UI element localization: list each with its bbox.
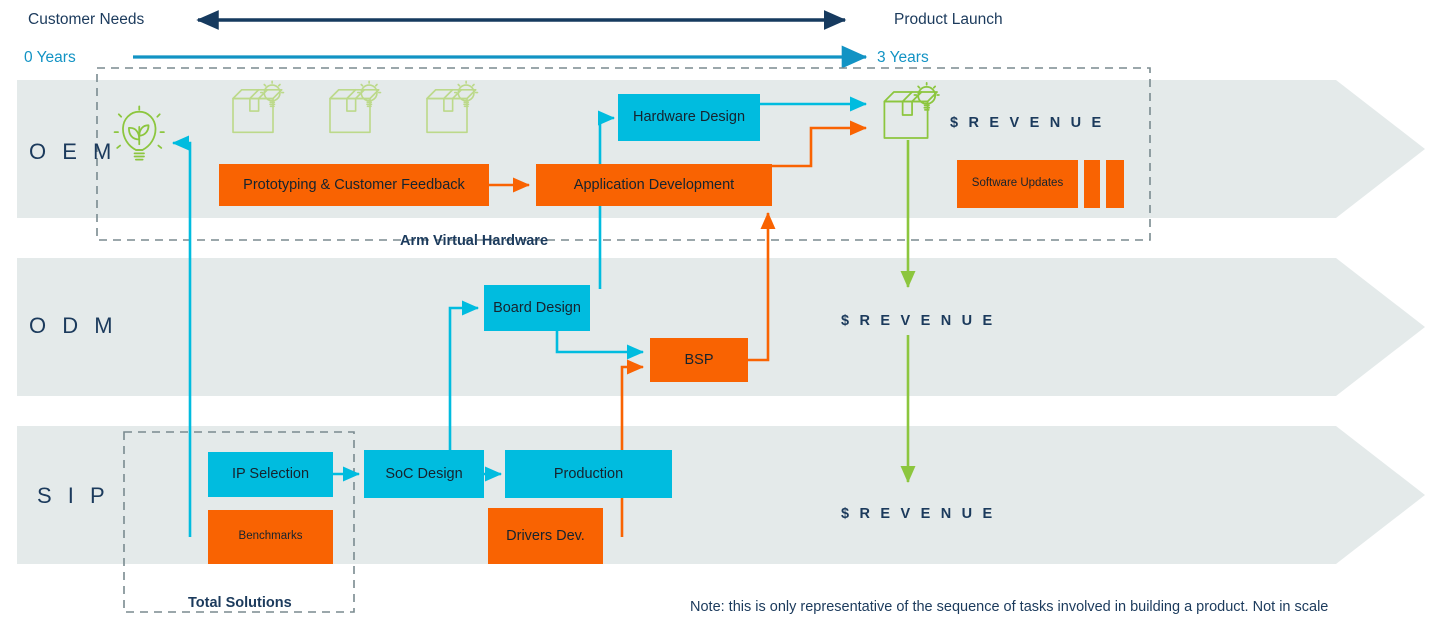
band-odm <box>17 258 1425 396</box>
box-software-updates[interactable]: Software Updates <box>957 160 1078 208</box>
row-label-odm: O D M <box>29 313 118 338</box>
row-label-oem: O E M <box>29 139 117 164</box>
arm-virtual-hardware-boundary <box>96 67 1151 241</box>
three-years-label: 3 Years <box>877 49 929 66</box>
box-soc-design-label: SoC Design <box>385 465 463 482</box>
product-launch-label: Product Launch <box>894 11 1003 28</box>
box-ip-selection[interactable]: IP Selection <box>208 452 333 497</box>
product-box-icon-1 <box>232 80 285 134</box>
idea-bulb-icon <box>113 105 165 161</box>
box-software-update-tick-2[interactable] <box>1106 160 1124 208</box>
box-drivers-dev-label: Drivers Dev. <box>506 527 585 544</box>
connector-socdesign-to-boarddesign <box>448 300 480 450</box>
customer-needs-label: Customer Needs <box>28 11 145 28</box>
total-solutions-boundary <box>123 431 355 613</box>
box-hardware-design-label: Hardware Design <box>632 109 746 126</box>
connector-benchmarks-to-idea <box>171 135 192 537</box>
box-application-development-label: Application Development <box>573 176 735 193</box>
box-software-updates-label: Software Updates <box>971 177 1064 190</box>
connectors <box>171 96 916 537</box>
box-benchmarks-label: Benchmarks <box>238 530 303 543</box>
box-drivers-dev[interactable]: Drivers Dev. <box>488 508 603 564</box>
box-software-update-tick-1[interactable] <box>1084 160 1100 208</box>
box-production[interactable]: Production <box>505 450 672 498</box>
box-soc-design[interactable]: SoC Design <box>364 450 484 498</box>
box-bsp-label: BSP <box>684 351 714 368</box>
box-benchmarks[interactable]: Benchmarks <box>208 510 333 564</box>
box-prototyping-label: Prototyping & Customer Feedback <box>243 176 465 193</box>
box-board-design-label: Board Design <box>493 299 581 316</box>
group-label-total-solutions: Total Solutions <box>183 595 297 611</box>
connector-boarddesign-to-hardwaredesign <box>597 110 616 289</box>
footnote: Note: this is only representative of the… <box>690 599 1329 615</box>
box-hardware-design[interactable]: Hardware Design <box>618 94 760 141</box>
group-boundaries <box>96 67 1151 613</box>
product-box-icon-3 <box>426 80 479 134</box>
box-ip-selection-label: IP Selection <box>231 466 310 483</box>
row-label-sip: S I P <box>37 483 110 508</box>
group-label-arm-virtual-hardware: Arm Virtual Hardware <box>400 233 549 249</box>
final-product-box-icon <box>883 81 940 139</box>
revenue-label-sip: $ R E V E N U E <box>841 506 996 522</box>
product-box-icon-2 <box>329 80 382 134</box>
box-prototyping[interactable]: Prototyping & Customer Feedback <box>219 164 489 206</box>
zero-years-label: 0 Years <box>24 49 76 66</box>
box-bsp[interactable]: BSP <box>650 338 748 382</box>
header-timeline <box>133 10 868 69</box>
revenue-label-odm: $ R E V E N U E <box>841 313 996 329</box>
revenue-label-oem: $ R E V E N U E <box>950 115 1105 131</box>
connector-bsp-to-appdev <box>748 211 776 362</box>
connector-appdev-to-product <box>772 120 868 168</box>
box-production-label: Production <box>553 465 624 482</box>
box-application-development[interactable]: Application Development <box>536 164 772 206</box>
box-board-design[interactable]: Board Design <box>484 285 590 331</box>
connector-boarddesign-to-bsp <box>555 322 645 360</box>
